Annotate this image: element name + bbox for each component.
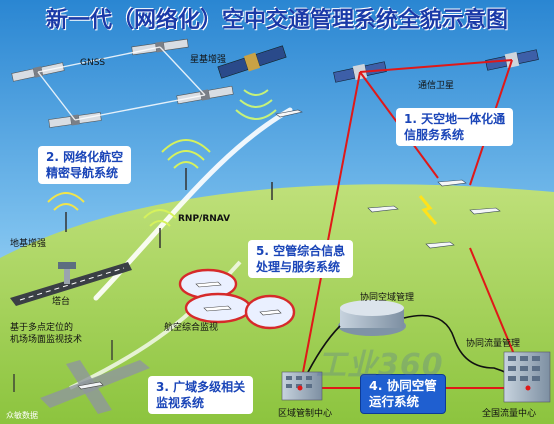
- gnss-label: GNSS: [80, 58, 106, 68]
- ground-aircraft-icon: [77, 381, 104, 390]
- collab-flow-label: 协同流量管理: [466, 339, 521, 349]
- system-5-box: 5. 空管综合信息 处理与服务系统: [248, 240, 354, 278]
- augmentation-satellite-icon: [217, 45, 287, 79]
- regional-center-label: 区域管制中心: [278, 409, 333, 419]
- gnss-links: [37, 46, 206, 121]
- ground-augmentation-label: 地基增强: [10, 239, 47, 249]
- system-4-box: 4. 协同空管 运行系统: [360, 374, 446, 414]
- gnss-satellite-icon: [131, 38, 189, 56]
- satellite-augmentation-label: 星基增强: [190, 55, 227, 65]
- runway: [10, 262, 132, 306]
- rnp-rnav-label: RNP/RNAV: [178, 214, 231, 224]
- link-nodes: [297, 385, 531, 391]
- regional-center-building: [281, 371, 323, 401]
- collab-airspace-label: 协同空域管理: [360, 293, 415, 303]
- nav-station-icon: [143, 209, 177, 248]
- gnss-satellite-icon: [48, 112, 102, 128]
- monitored-aircraft-icons: [195, 281, 282, 316]
- system-3-box: 3. 广域多级相关 监视系统: [148, 376, 254, 414]
- airspace-management-building: [338, 300, 406, 336]
- national-center-building: [503, 351, 551, 403]
- nav-station-icon: [161, 139, 211, 190]
- system-1-box: 1. 天空地一体化通 信服务系统: [396, 108, 514, 146]
- aviation-surveillance-label: 航空综合监视: [164, 323, 219, 333]
- page-title: 新一代（网络化）空中交通管理系统全貌示意图: [45, 8, 508, 33]
- augmentation-signal-arcs: [235, 89, 277, 120]
- control-tower-icon: [58, 262, 76, 284]
- comm-satellite-label: 通信卫星: [418, 81, 455, 91]
- airport-surveillance-label: 基于多点定位的 机场场面监视技术: [10, 323, 83, 345]
- national-center-label: 全国流量中心: [482, 409, 537, 419]
- nav-station-icon: [47, 192, 85, 232]
- aircraft-icons: [275, 109, 501, 249]
- system-2-box: 2. 网络化航空 精密导航系统: [38, 146, 132, 184]
- datalink-bolt-icon: [418, 195, 438, 225]
- tower-label: 塔台: [52, 297, 71, 307]
- watermark: 工业360: [316, 348, 444, 383]
- corner-credit: 众敏数据: [6, 411, 38, 420]
